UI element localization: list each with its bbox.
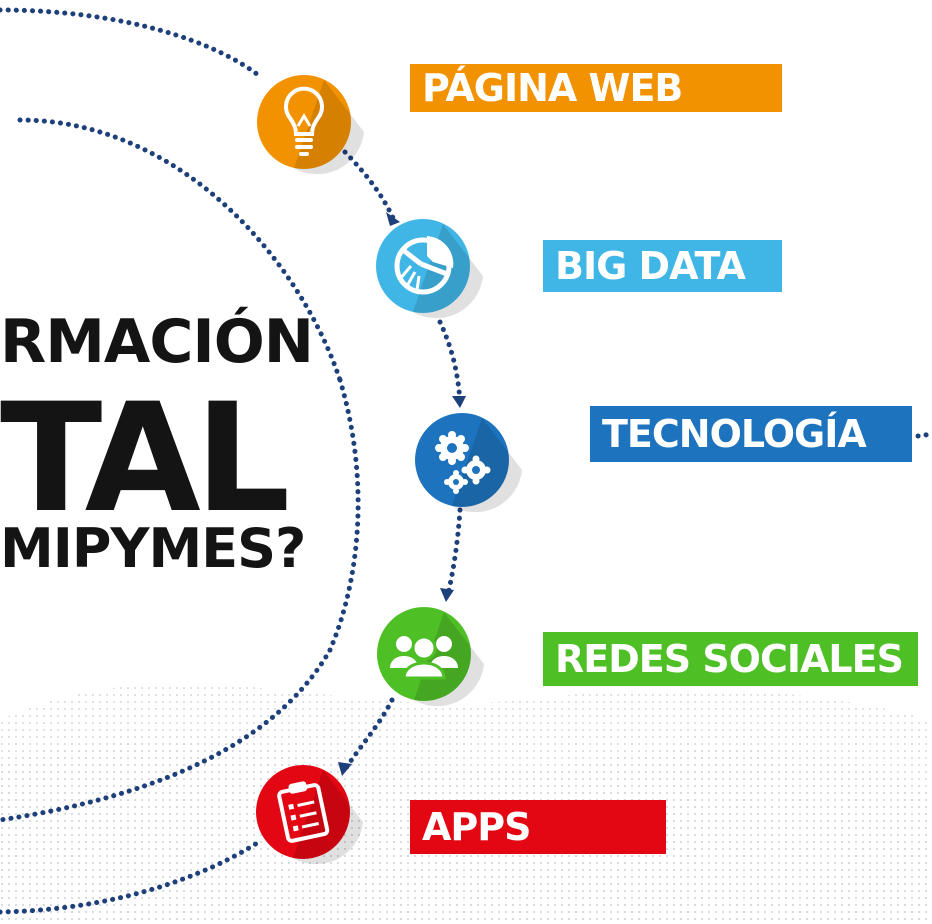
label-pagina-web: PÁGINA WEB bbox=[410, 64, 782, 112]
headline-line-2: TAL bbox=[0, 372, 290, 546]
outer-arc-bottom bbox=[0, 837, 265, 915]
headline-line-1: RMACIÓN bbox=[0, 307, 314, 377]
outer-arc bbox=[0, 7, 265, 81]
inner-arc-top bbox=[17, 117, 343, 383]
label-apps: APPS bbox=[410, 800, 666, 854]
arc-to-icon5 bbox=[343, 697, 395, 771]
lightbulb-icon bbox=[257, 75, 364, 175]
arc-tecnologia-right bbox=[915, 431, 932, 439]
arc-to-icon3 bbox=[437, 319, 463, 405]
label-redes-sociales: REDES SOCIALES bbox=[543, 632, 918, 686]
dotted-arcs bbox=[0, 7, 932, 915]
arc-to-icon4 bbox=[445, 507, 463, 597]
arrowhead-3 bbox=[440, 588, 454, 602]
arrowhead-1 bbox=[386, 212, 400, 226]
group-icon bbox=[377, 607, 484, 707]
arrowhead-4 bbox=[338, 762, 352, 776]
arc-to-icon2 bbox=[342, 149, 397, 223]
inner-circle-arc bbox=[0, 377, 361, 823]
headline-line-3: MIPYMES? bbox=[0, 517, 306, 580]
arrowhead-2 bbox=[452, 396, 466, 408]
pie-chart-icon bbox=[376, 219, 483, 319]
gears-icon bbox=[415, 413, 522, 513]
label-tecnologia: TECNOLOGÍA bbox=[590, 406, 912, 462]
arrowheads bbox=[338, 212, 466, 776]
clipboard-icon bbox=[256, 765, 363, 865]
label-big-data: BIG DATA bbox=[543, 240, 782, 292]
